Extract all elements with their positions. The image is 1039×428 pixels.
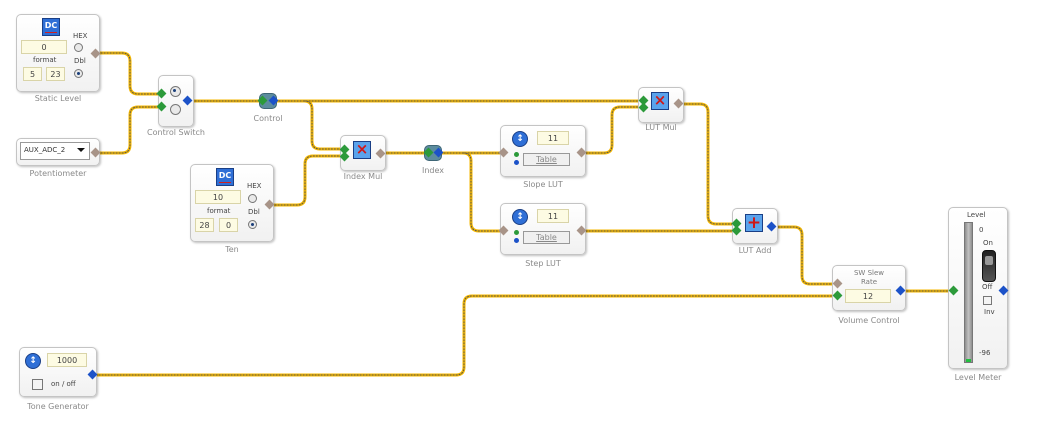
on-off-toggle-switch[interactable]: [982, 250, 996, 282]
toggle-knob: [985, 256, 993, 265]
level-meter-off-label: Off: [982, 283, 993, 291]
hex-label: HEX: [247, 182, 262, 190]
ten-block[interactable]: DC 10 HEX Dbl format 28 0: [190, 164, 274, 242]
level-meter-on-label: On: [983, 239, 993, 247]
invert-checkbox[interactable]: [983, 296, 992, 305]
format-label: format: [33, 56, 57, 64]
static-level-value-field[interactable]: 0: [21, 40, 67, 54]
slope-lut-status-dot-green: [514, 152, 519, 157]
hex-radio[interactable]: [248, 194, 257, 203]
tone-generator-block[interactable]: ↕ 1000 on / off: [19, 347, 97, 397]
multiply-icon: ×: [651, 92, 669, 110]
ten-caption: Ten: [225, 245, 239, 254]
step-lut-status-dot-blue: [514, 238, 519, 243]
format-b-field[interactable]: 23: [46, 67, 65, 81]
tone-generator-onoff-checkbox[interactable]: [32, 379, 43, 390]
dbl-radio[interactable]: [74, 69, 83, 78]
lut-add-caption: LUT Add: [738, 246, 772, 255]
wire-tone-to-volume: [94, 294, 839, 377]
format-a-field[interactable]: 5: [23, 67, 42, 81]
step-lut-value-field[interactable]: 11: [537, 209, 569, 223]
dc-source-icon: DC: [42, 18, 60, 36]
wire-lut-add-to-volume: [770, 225, 839, 286]
lut-mul-caption: LUT Mul: [645, 123, 677, 132]
slope-lut-value-field[interactable]: 11: [537, 131, 569, 145]
level-meter-inv-label: Inv: [984, 308, 995, 316]
tone-generator-frequency-field[interactable]: 1000: [47, 353, 87, 367]
volume-control-value-field[interactable]: 12: [845, 289, 891, 303]
step-lut-block[interactable]: ↕ 11 Table: [500, 203, 586, 255]
step-lut-table-button[interactable]: Table: [523, 231, 570, 244]
dbl-label: Dbl: [248, 208, 260, 216]
knob-icon[interactable]: ↕: [512, 131, 528, 147]
knob-icon[interactable]: ↕: [512, 209, 528, 225]
wire-overlay: [95, 52, 954, 376]
index-mul-caption: Index Mul: [343, 172, 383, 181]
knob-icon[interactable]: ↕: [25, 353, 41, 369]
static-level-block[interactable]: DC 0 HEX Dbl format 5 23: [16, 14, 100, 92]
multiply-icon: ×: [353, 141, 371, 159]
slope-lut-table-button[interactable]: Table: [523, 153, 570, 166]
dbl-radio[interactable]: [248, 220, 257, 229]
add-icon: +: [745, 213, 763, 233]
level-meter-bar: [964, 222, 973, 363]
slope-lut-status-dot-blue: [514, 160, 519, 165]
level-meter-fill: [966, 359, 971, 362]
ten-value-field[interactable]: 10: [195, 190, 241, 204]
tone-generator-onoff-label: on / off: [51, 380, 76, 388]
level-meter-top-value: 0: [979, 226, 984, 234]
index-caption: Index: [421, 166, 445, 175]
slope-lut-block[interactable]: ↕ 11 Table: [500, 125, 586, 177]
potentiometer-select[interactable]: AUX_ADC_2: [20, 142, 90, 160]
level-meter-title: Level: [967, 211, 986, 219]
static-level-caption: Static Level: [34, 94, 82, 103]
wire-control-to-index-mul: [302, 99, 346, 151]
hex-radio[interactable]: [74, 43, 83, 52]
switch-input-2-radio[interactable]: [170, 104, 181, 115]
level-meter-caption: Level Meter: [954, 373, 1002, 382]
format-label: format: [207, 207, 231, 215]
control-switch-caption: Control Switch: [147, 128, 205, 137]
potentiometer-block[interactable]: AUX_ADC_2: [16, 138, 100, 166]
dbl-label: Dbl: [74, 57, 86, 65]
volume-control-block[interactable]: SW Slew Rate 12: [832, 265, 906, 311]
level-meter-bottom-value: -96: [979, 349, 991, 357]
format-b-field[interactable]: 0: [219, 218, 238, 232]
level-meter-block[interactable]: Level 0 On Off Inv -96: [948, 207, 1008, 369]
switch-input-1-radio[interactable]: [170, 86, 181, 97]
step-lut-caption: Step LUT: [525, 259, 561, 268]
potentiometer-selected-value: AUX_ADC_2: [24, 146, 66, 154]
control-caption: Control: [253, 114, 283, 123]
hex-label: HEX: [73, 32, 88, 40]
potentiometer-caption: Potentiometer: [29, 169, 87, 178]
tone-generator-caption: Tone Generator: [27, 402, 89, 411]
control-switch-block[interactable]: [158, 75, 194, 127]
volume-control-title: SW Slew Rate: [853, 269, 884, 286]
step-lut-status-dot-green: [514, 230, 519, 235]
dc-source-icon: DC: [216, 168, 234, 186]
wire-index-to-step: [461, 151, 505, 233]
slope-lut-caption: Slope LUT: [523, 180, 563, 189]
format-a-field[interactable]: 28: [195, 218, 214, 232]
chevron-down-icon: [77, 148, 85, 152]
volume-control-caption: Volume Control: [838, 316, 900, 325]
